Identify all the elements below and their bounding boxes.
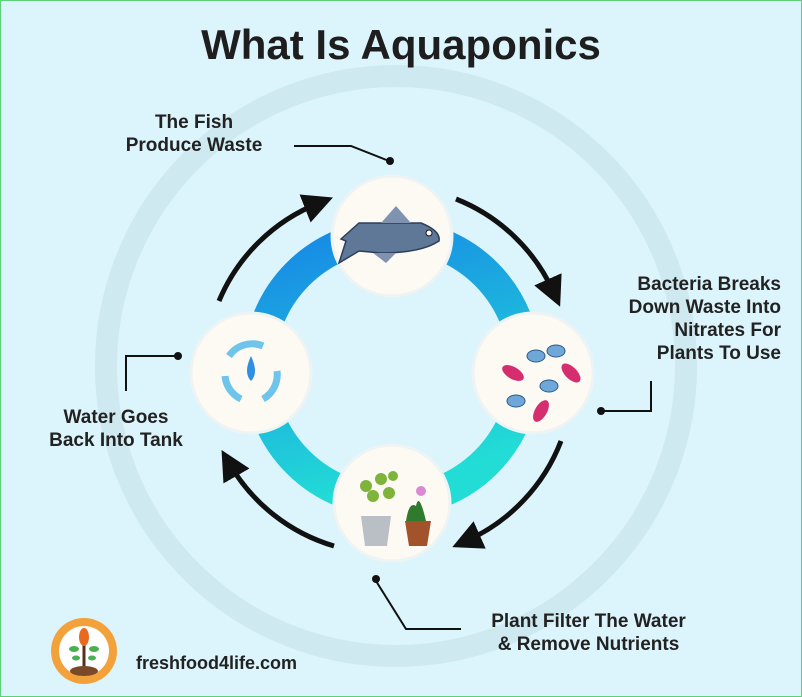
- arrow-bacteria-to-plants: [452, 440, 564, 549]
- label-line: Produce Waste: [125, 135, 263, 156]
- logo: [51, 618, 117, 684]
- bacteria-node: [471, 311, 595, 435]
- plants-node: [332, 443, 452, 563]
- potted-plants-icon: [360, 471, 431, 546]
- leader-plants: [375, 580, 461, 630]
- watermark: [95, 65, 697, 667]
- page-title: What Is Aquaponics: [201, 21, 601, 68]
- water-recycle-icon: [221, 340, 281, 403]
- website-link[interactable]: freshfood4life.com: [136, 653, 298, 673]
- label-line: Down Waste Into: [628, 297, 781, 318]
- label-line: The Fish: [154, 112, 234, 133]
- label-line: Nitrates For: [674, 320, 781, 341]
- arrow-water-to-fish: [216, 194, 333, 302]
- label-line: Bacteria Breaks: [637, 274, 781, 295]
- bacteria-icon: [502, 344, 581, 422]
- label-line: Water Goes: [63, 407, 169, 428]
- label-bacteria: Bacteria Breaks Down Waste Into Nitrates…: [581, 273, 781, 365]
- fish-icon: [337, 206, 440, 265]
- leader-water: [125, 355, 176, 391]
- label-plants: Plant Filter The Water & Remove Nutrient…: [466, 610, 711, 656]
- leader-bacteria: [601, 381, 652, 412]
- label-line: & Remove Nutrients: [497, 634, 680, 655]
- label-fish: The Fish Produce Waste: [99, 111, 289, 157]
- arrow-fish-to-bacteria: [455, 196, 562, 307]
- label-line: Back Into Tank: [49, 430, 183, 451]
- leader-fish: [294, 145, 390, 162]
- label-line: Plants To Use: [656, 343, 781, 364]
- label-line: Plant Filter The Water: [491, 611, 686, 632]
- arrow-plants-to-water: [221, 449, 335, 549]
- label-water: Water Goes Back Into Tank: [21, 406, 211, 452]
